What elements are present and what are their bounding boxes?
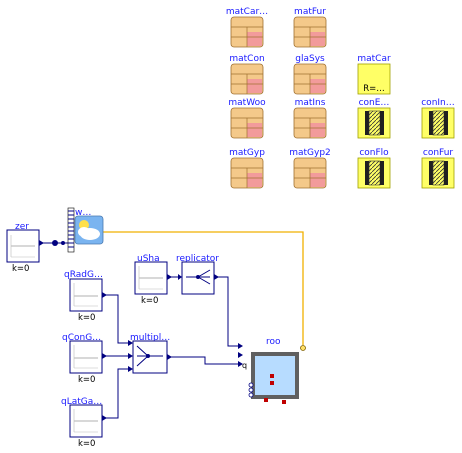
record-matcar[interactable]: matCar… (226, 7, 268, 48)
qrad-to-mux-line (102, 294, 128, 344)
qcongai-label: qConG… (62, 333, 101, 343)
mux-to-roo-line (168, 356, 238, 365)
zer-block[interactable]: zer k=0 (6, 222, 44, 274)
record-matfur[interactable]: matFur (293, 7, 327, 48)
bus-node-dot (52, 240, 58, 246)
weather-block[interactable]: w… (67, 207, 104, 253)
record-matwoo[interactable]: matWoo (228, 98, 266, 139)
qcongai-param: k=0 (78, 375, 95, 385)
qlatgai-label: qLatGa… (61, 397, 102, 407)
multiplex-block[interactable]: multipl… (128, 333, 172, 374)
qradgai-param: k=0 (78, 313, 95, 323)
record-param: R=… (363, 84, 385, 94)
replicator-label: replicator (176, 254, 219, 264)
record-label: matCon (229, 54, 264, 64)
multiplex-label: multipl… (130, 333, 170, 343)
replicator-block[interactable]: replicator (176, 254, 219, 295)
qlat-to-mux-line (102, 368, 128, 419)
usha-param: k=0 (141, 296, 158, 306)
roo-label: roo (266, 337, 281, 347)
usha-label: uSha (137, 254, 160, 264)
record-label: conE… (359, 98, 390, 108)
record-label: matGyp2 (289, 148, 331, 158)
weather-bus-line (102, 231, 304, 345)
replicator-to-roo-line (215, 276, 238, 347)
record-cone[interactable]: conE… (357, 98, 391, 139)
record-label: matGyp (229, 148, 265, 158)
zer-param: k=0 (12, 264, 29, 274)
record-matins[interactable]: matIns (293, 98, 327, 139)
record-label: conFur (423, 148, 454, 158)
record-confur[interactable]: conFur (421, 148, 455, 189)
record-matgyp[interactable]: matGyp (229, 148, 265, 189)
record-label: glaSys (295, 54, 325, 64)
zer-label: zer (15, 222, 29, 232)
qradgai-block[interactable]: qRadG… k=0 (64, 270, 107, 323)
record-label: conIn… (421, 98, 455, 108)
record-label: matWoo (228, 98, 266, 108)
record-label: conFlo (359, 148, 389, 158)
record-label: matCar (357, 54, 391, 64)
record-label: matFur (294, 7, 326, 17)
weather-label: w… (75, 208, 91, 218)
record-label: matCar… (226, 7, 268, 17)
record-glasys[interactable]: glaSys (293, 54, 327, 95)
qcongai-block[interactable]: qConG… k=0 (62, 333, 107, 385)
record-matgyp2[interactable]: matGyp2 (289, 148, 331, 189)
qlatgai-param: k=0 (78, 439, 95, 449)
qradgai-label: qRadG… (64, 270, 103, 280)
record-conflo[interactable]: conFlo (357, 148, 391, 189)
roo-q-port-label: q (242, 361, 247, 370)
record-matcon[interactable]: matCon (229, 54, 265, 95)
bus-node-dot-2 (61, 241, 65, 245)
qlatgai-block[interactable]: qLatGa… k=0 (61, 397, 107, 449)
record-matcar[interactable]: matCarR=… (357, 54, 391, 95)
record-conin[interactable]: conIn… (421, 98, 455, 139)
usha-block[interactable]: uSha k=0 (134, 254, 172, 306)
roo-block[interactable]: roo q (238, 337, 306, 404)
record-label: matIns (295, 98, 326, 108)
